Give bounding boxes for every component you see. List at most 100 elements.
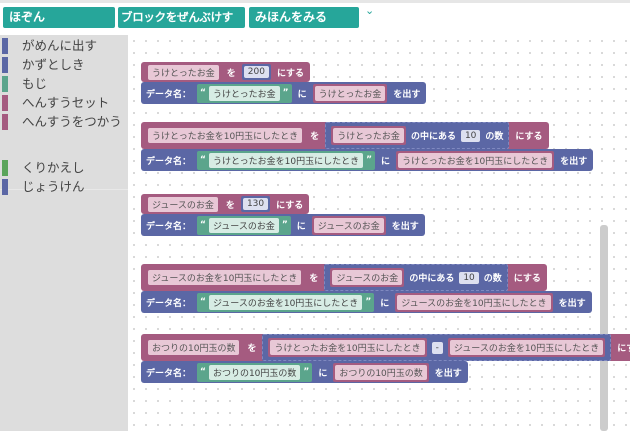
top-border [0,0,630,3]
variable-getter[interactable]: ジュースのお金 [330,268,405,287]
category-item[interactable]: かずとしき [0,56,128,74]
category-item[interactable]: くりかえし [0,159,128,177]
label-text: を [225,200,235,211]
close-quote: ” [303,367,310,377]
operator-dropdown[interactable]: - [431,341,443,354]
example-button[interactable]: みほんをみる [249,7,359,28]
category-color-bar [2,95,8,111]
label-text: を出す [391,221,419,232]
category-label: じょうけん [22,179,85,194]
text-block[interactable]: “おつりの10円玉の数” [197,362,313,382]
text-block[interactable]: “ジュースのお金” [197,215,291,235]
label-text: に [318,368,328,379]
print-block[interactable]: データ名：“うけとったお金を10円玉にしたとき”にうけとったお金を10円玉にした… [141,149,594,171]
label-text: データ名： [146,298,192,309]
chevron-down-icon[interactable]: ⌄ [365,4,375,17]
text-value[interactable]: うけとったお金 [208,85,280,101]
variable-dropdown-label: ジュースのお金 [148,196,218,212]
open-quote: “ [200,220,206,230]
variable-dropdown-label: うけとったお金を10円玉にしたとき [270,340,425,355]
label-text: を [226,68,236,79]
number-block[interactable]: 130 [240,196,271,212]
variable-dropdown-label: うけとったお金 [333,128,404,143]
variable-dropdown[interactable]: うけとったお金 [146,62,221,82]
open-quote: “ [200,367,206,377]
number-block[interactable]: 200 [241,64,271,80]
print-block[interactable]: データ名：“ジュースのお金”にジュースのお金を出す [141,214,425,236]
variable-getter[interactable]: ジュースのお金を10円玉にしたとき [395,292,553,312]
variable-getter[interactable]: うけとったお金を10円玉にしたとき [268,338,427,357]
variable-getter[interactable]: うけとったお金 [312,83,388,103]
text-block[interactable]: “うけとったお金” [197,83,292,103]
variable-getter[interactable]: ジュースのお金を10円玉にしたとき [447,338,606,357]
variable-getter[interactable]: うけとったお金を10円玉にしたとき [396,150,555,170]
text-block[interactable]: “ジュースのお金を10円玉にしたとき” [197,292,375,312]
text-value[interactable]: うけとったお金を10円玉にしたとき [208,152,364,168]
variable-dropdown[interactable]: ジュースのお金を10円玉にしたとき [146,268,304,287]
number-value: 200 [243,66,269,78]
text-value[interactable]: おつりの10円玉の数 [208,364,301,380]
unit-dropdown[interactable]: 10 [460,129,481,142]
variable-dropdown-label: ジュースのお金を10円玉にしたとき [397,294,551,310]
variable-dropdown-label: おつりの10円玉の数 [148,340,240,355]
print-block[interactable]: データ名：“ジュースのお金を10円玉にしたとき”にジュースのお金を10円玉にした… [141,291,592,313]
label-text: を [310,132,320,142]
label-text: にする [276,200,304,211]
variable-getter[interactable]: おつりの10円玉の数 [333,362,429,382]
label-text: データ名： [146,221,192,232]
set-variable-block[interactable]: おつりの10円玉の数をうけとったお金を10円玉にしたとき-ジュースのお金を10円… [141,334,630,361]
unit-dropdown[interactable]: 10 [459,271,479,284]
label-text: を出す [558,298,586,309]
variable-getter[interactable]: ジュースのお金 [311,215,386,235]
clear-blocks-button[interactable]: ブロックをぜんぶけす [118,7,245,28]
variable-dropdown-label: うけとったお金 [148,64,219,80]
save-button[interactable]: ほぞん [3,7,115,28]
variable-dropdown-label: うけとったお金を10円玉にしたとき [398,152,553,168]
workspace-scrollbar[interactable] [600,225,608,431]
category-color-bar [2,114,8,130]
variable-getter[interactable]: うけとったお金 [331,126,406,145]
variable-dropdown-label: うけとったお金 [314,85,386,101]
category-item[interactable]: へんすうセット [0,94,128,112]
category-item[interactable]: じょうけん [0,178,128,196]
open-quote: “ [200,88,206,98]
close-quote: ” [282,88,289,98]
label-text: にする [515,132,543,142]
label-text: を [247,344,257,354]
variable-dropdown[interactable]: ジュースのお金 [146,194,220,214]
label-text: にする [276,68,305,79]
category-color-bar [2,38,8,54]
category-item[interactable]: がめんに出す [0,37,128,55]
label-text: を出す [393,89,421,100]
category-label: くりかえし [22,160,85,175]
label-text: の中にある [409,274,455,284]
label-text: に [381,156,391,167]
open-quote: “ [200,297,206,307]
variable-dropdown-label: ジュースのお金を10円玉にしたとき [148,270,302,285]
arithmetic-block[interactable]: うけとったお金を10円玉にしたとき-ジュースのお金を10円玉にしたとき [262,334,612,361]
variable-dropdown-label: おつりの10円玉の数 [335,364,427,380]
label-text: にする [513,274,541,284]
label-text: に [297,89,307,100]
print-block[interactable]: データ名：“うけとったお金”にうけとったお金を出す [141,82,427,104]
toolbox-sidebar: がめんに出すかずとしきもじへんすうセットへんすうをつかうくりかえしじょうけん [0,35,128,431]
variable-dropdown[interactable]: おつりの10円玉の数 [146,338,242,357]
category-item[interactable]: へんすうをつかう [0,113,128,131]
category-label: もじ [22,76,48,91]
variable-dropdown-label: ジュースのお金を10円玉にしたとき [449,340,604,355]
category-separator [0,189,128,190]
print-block[interactable]: データ名：“おつりの10円玉の数”におつりの10円玉の数を出す [141,361,468,383]
set-variable-block[interactable]: ジュースのお金を 130 にする [141,194,310,214]
text-value[interactable]: ジュースのお金を10円玉にしたとき [208,294,363,310]
set-variable-block[interactable]: うけとったお金を 200 にする [141,62,311,82]
variable-dropdown[interactable]: うけとったお金を10円玉にしたとき [146,126,305,145]
category-item[interactable]: もじ [0,75,128,93]
text-block[interactable]: “うけとったお金を10円玉にしたとき” [197,150,376,170]
category-label: へんすうをつかう [22,114,122,129]
text-value[interactable]: ジュースのお金 [208,217,279,233]
open-quote: “ [200,155,206,165]
